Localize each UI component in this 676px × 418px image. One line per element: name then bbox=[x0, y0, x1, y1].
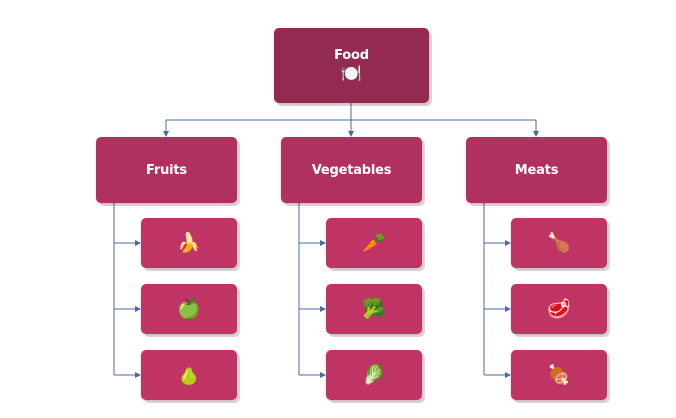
category-node-vegetables: Vegetables bbox=[281, 137, 422, 203]
plate-cutlery-icon: 🍽️ bbox=[340, 64, 363, 84]
steak-icon: 🥩 bbox=[547, 297, 571, 320]
category-label: Vegetables bbox=[311, 162, 392, 178]
banana-icon: 🍌 bbox=[177, 231, 201, 254]
root-label: Food bbox=[334, 48, 369, 63]
leaf-node-carrot: 🥕 bbox=[326, 218, 422, 268]
leaf-node-green-apple: 🍏 bbox=[141, 284, 237, 334]
leaf-node-steak: 🥩 bbox=[511, 284, 607, 334]
broccoli-icon: 🥦 bbox=[362, 297, 386, 320]
leaf-node-broccoli: 🥦 bbox=[326, 284, 422, 334]
meat-on-bone-icon: 🍖 bbox=[547, 363, 571, 386]
category-label: Fruits bbox=[146, 162, 187, 178]
leaf-node-pear: 🍐 bbox=[141, 350, 237, 400]
category-label: Meats bbox=[514, 162, 559, 178]
carrot-icon: 🥕 bbox=[362, 231, 386, 254]
root-node-food: Food 🍽️ bbox=[274, 28, 429, 103]
category-node-fruits: Fruits bbox=[96, 137, 237, 203]
category-node-meats: Meats bbox=[466, 137, 607, 203]
poultry-leg-icon: 🍗 bbox=[547, 231, 571, 254]
leaf-node-leafy-green: 🥬 bbox=[326, 350, 422, 400]
leafy-green-icon: 🥬 bbox=[362, 363, 386, 386]
pear-icon: 🍐 bbox=[177, 363, 201, 386]
leaf-node-meat-on-bone: 🍖 bbox=[511, 350, 607, 400]
green-apple-icon: 🍏 bbox=[177, 297, 201, 320]
leaf-node-banana: 🍌 bbox=[141, 218, 237, 268]
leaf-node-poultry-leg: 🍗 bbox=[511, 218, 607, 268]
